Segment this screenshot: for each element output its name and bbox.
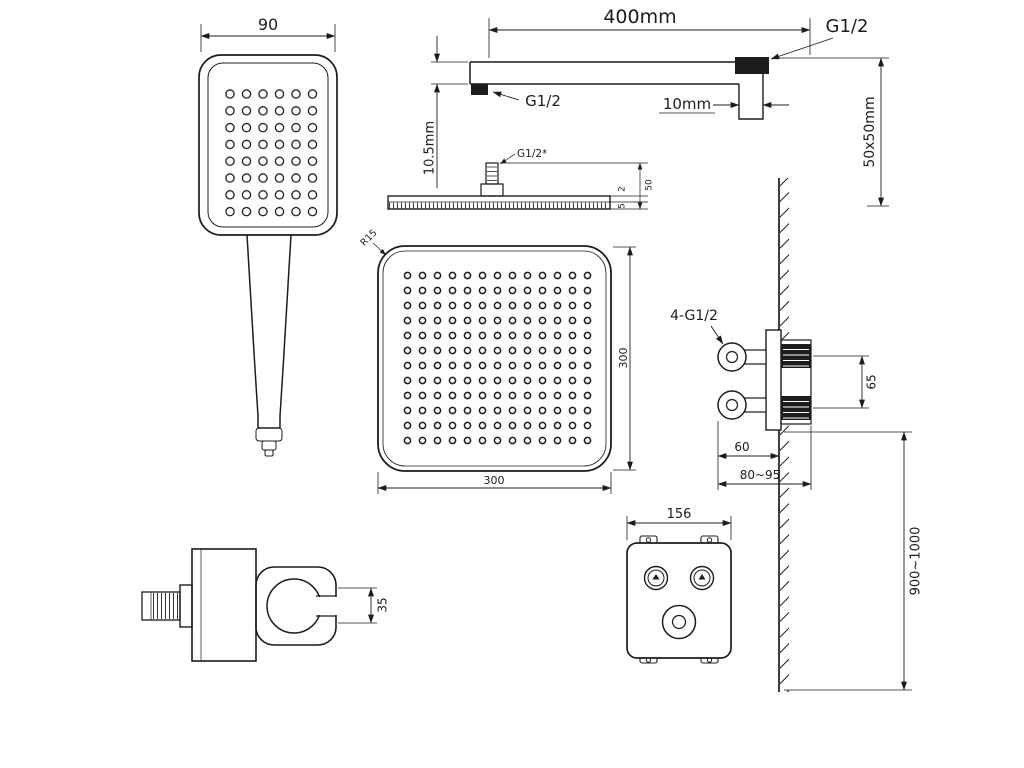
panel-knob-right — [689, 565, 715, 591]
inlet-base — [480, 183, 504, 197]
valve-knob-bottom — [717, 390, 747, 420]
valve-body-depth-dim: 60 — [734, 440, 749, 454]
wall-bracket-view: 35 — [141, 548, 390, 662]
plate-thickness-dim: 5 — [618, 203, 628, 209]
arm-flange-thickness-dim: 10mm — [663, 95, 711, 113]
hand-shower-head-outline — [198, 54, 338, 236]
arm-wall-flange — [738, 74, 764, 120]
handle-connector — [255, 427, 283, 442]
valve-knob-top-center — [725, 350, 739, 364]
panel-faceplate — [626, 542, 732, 659]
valve-ports-label: 4-G1/2 — [670, 308, 718, 324]
valve-knob-bottom-center — [725, 398, 739, 412]
arm-head-thread-label: G1/2 — [525, 92, 561, 110]
shower-plate-nozzle-teeth — [389, 202, 609, 209]
valve-front-panel-view: 156 — [626, 507, 732, 664]
head-width-dim: 300 — [484, 474, 505, 487]
knob-stem-top — [743, 349, 767, 365]
panel-temperature-knob — [661, 604, 697, 640]
valve-port-top — [781, 344, 811, 368]
bracket-holder-ring — [266, 578, 322, 634]
panel-knob-left — [643, 565, 669, 591]
arm-tube — [469, 61, 739, 85]
knob-stem-bottom — [743, 397, 767, 413]
arm-wall-fitting — [735, 57, 769, 74]
arm-head-connector — [471, 84, 488, 95]
handle-inlet — [264, 449, 274, 457]
inlet-thread-stem — [485, 162, 499, 185]
head-thread-label: G1/2* — [517, 148, 547, 160]
hand-shower-handle — [246, 234, 292, 429]
hand-shower-width-dim: 90 — [258, 15, 278, 34]
shower-head-outline — [377, 245, 612, 472]
bracket-holder-dim: 35 — [376, 597, 390, 612]
head-height-dim: 50 — [645, 179, 655, 191]
panel-width-dim: 156 — [667, 507, 692, 522]
mixer-valve-side-view: 4-G1/2 65 60 80~95 900~1000 — [670, 178, 924, 692]
valve-port-bottom — [781, 396, 811, 420]
hand-shower-nozzle-grid — [222, 86, 321, 221]
shower-arm-view: 400mm G1/2 G1/2 10mm 10.5mm 50x50mm — [423, 6, 889, 207]
arm-length-dim: 400mm — [603, 6, 676, 28]
arm-drop-dim: 10.5mm — [423, 121, 438, 175]
valve-wall-depth-dim: 80~95 — [740, 468, 781, 482]
corner-radius-label: R15 — [358, 227, 379, 248]
valve-port-spacing-dim: 65 — [865, 374, 879, 389]
panel-temperature-knob-center — [671, 614, 687, 630]
shower-head-nozzle-grid — [400, 268, 595, 448]
panel-knob-right-spray-icon — [698, 574, 706, 580]
bracket-wall-plate — [191, 548, 257, 662]
panel-knob-left-spray-icon — [652, 574, 660, 580]
shower-head-inner-edge — [382, 250, 607, 467]
arm-profile-dim: 50x50mm — [862, 96, 878, 167]
overhead-shower-top-view: R15 300 300 — [358, 227, 636, 494]
bracket-thread-hatch — [152, 593, 179, 619]
plate-lip-dim: 2 — [618, 186, 628, 192]
wall-hatching — [780, 178, 789, 692]
hand-shower-front-view: 90 — [198, 15, 338, 457]
valve-knob-top — [717, 342, 747, 372]
hand-shower-face-outline — [207, 62, 329, 228]
bracket-slot-mask — [318, 597, 340, 615]
arm-wall-thread-label: G1/2 — [826, 16, 869, 37]
bracket-collar — [179, 584, 193, 628]
valve-install-height-dim: 900~1000 — [909, 527, 924, 596]
valve-mounting-plate — [765, 329, 782, 431]
head-depth-dim: 300 — [617, 348, 630, 369]
handle-nut — [261, 440, 277, 451]
overhead-shower-side-view: G1/2* 2 5 50 — [387, 148, 655, 210]
